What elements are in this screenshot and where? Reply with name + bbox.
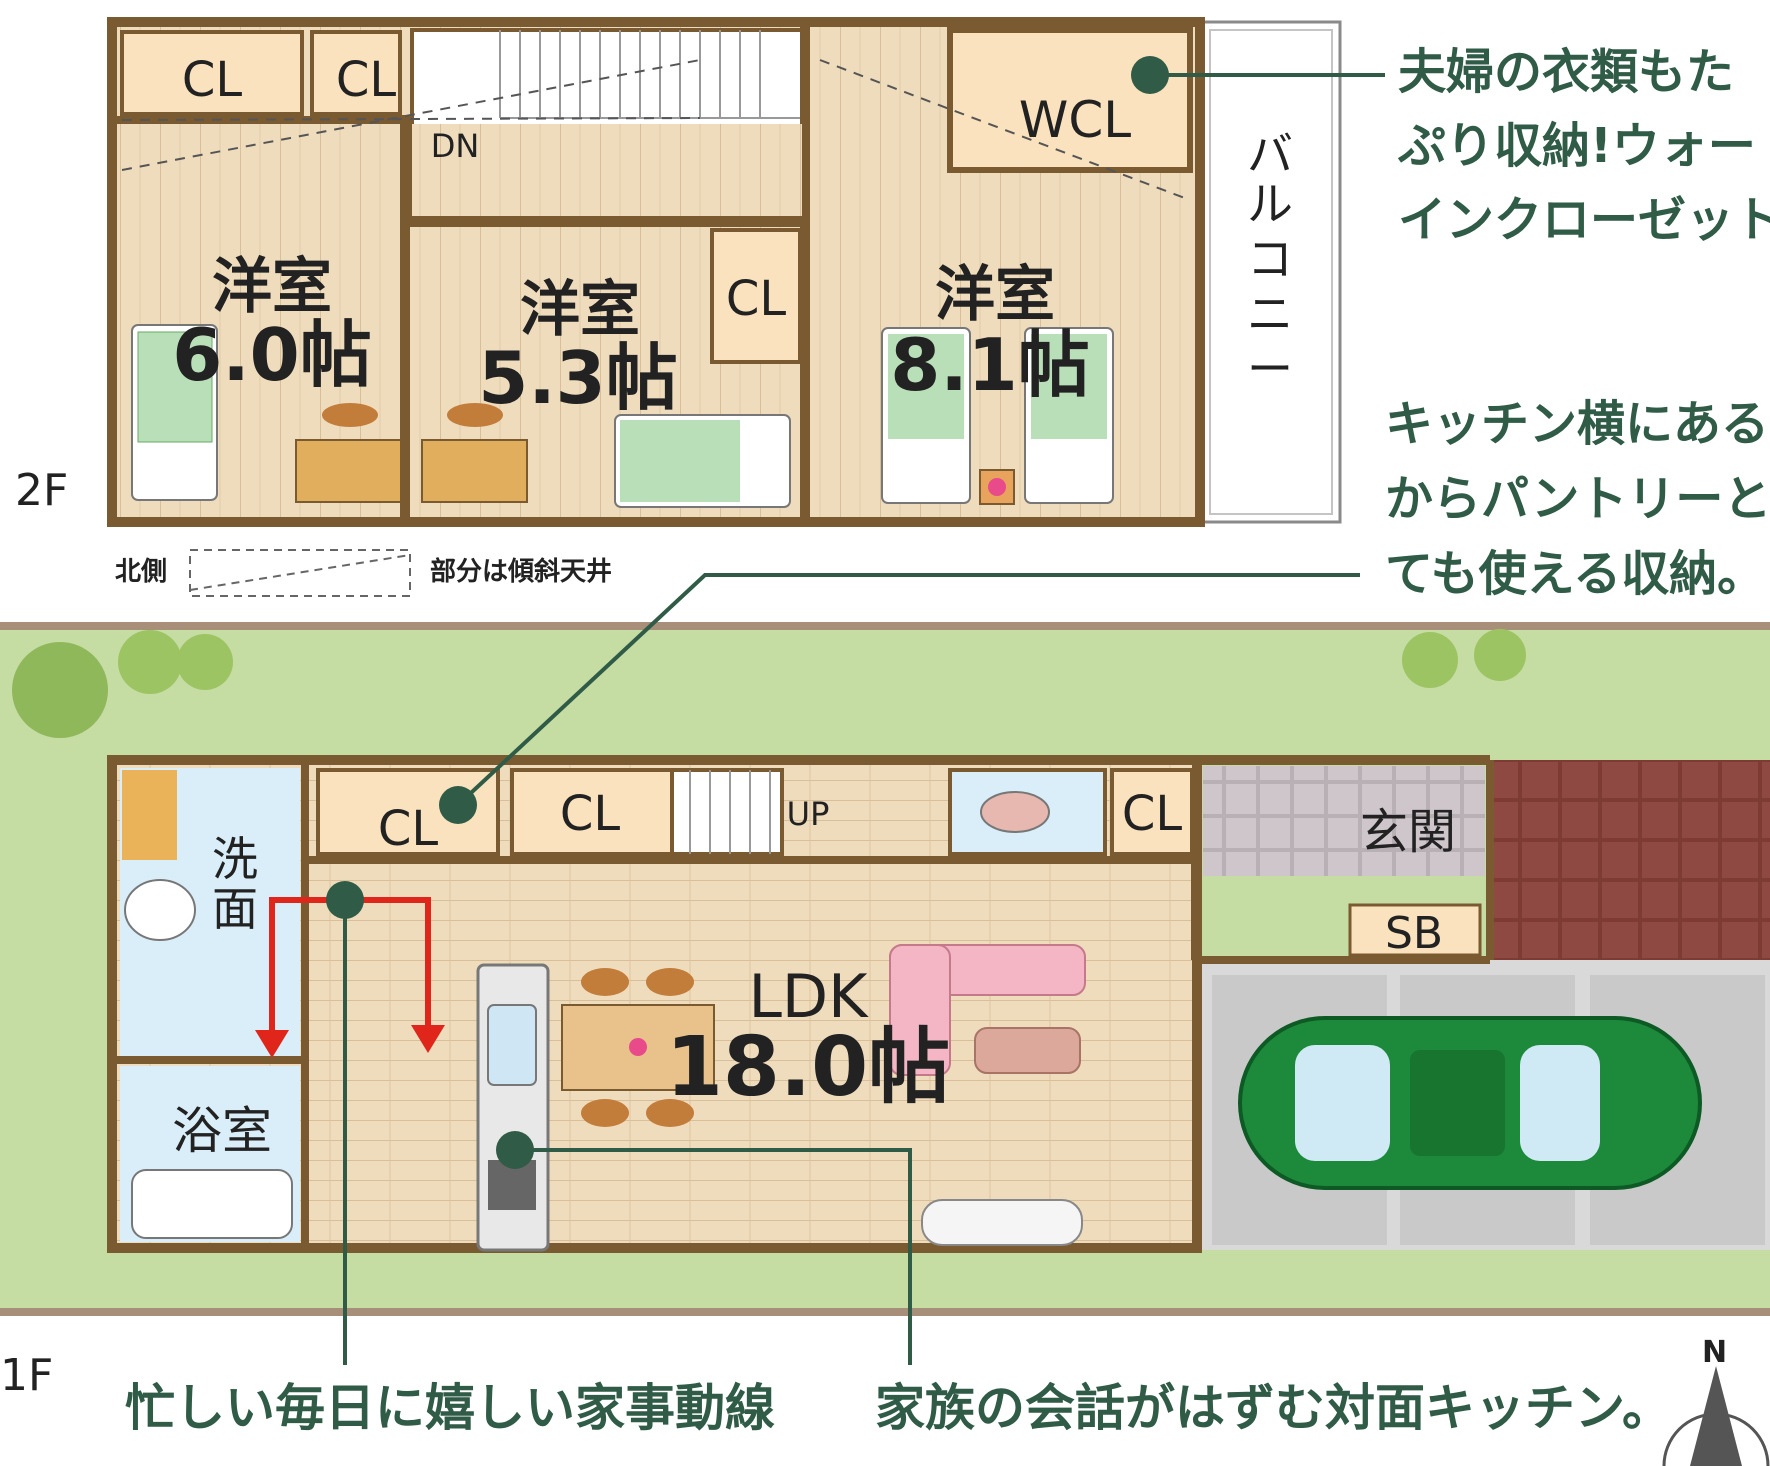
room-c-size: 8.1帖 bbox=[890, 323, 1090, 407]
first-floor-plan: CL CL CL UP 洗 面 浴室 玄関 SB LDK 18.0帖 bbox=[0, 622, 1770, 1316]
walk-in-closet-note: 夫婦の衣類もた ぷり収納!ウォー インクローゼット。 bbox=[1397, 44, 1770, 248]
callout-dots bbox=[326, 56, 1169, 1169]
svg-text:インクローゼット。: インクローゼット。 bbox=[1398, 192, 1770, 248]
walk-in-closet-label: WCL bbox=[1019, 91, 1131, 149]
washroom-label-2: 面 bbox=[212, 882, 258, 936]
callout-lines bbox=[343, 73, 1385, 1365]
room-a-size: 6.0帖 bbox=[172, 313, 372, 397]
room-c-name: 洋室 bbox=[935, 260, 1055, 330]
housework-flow-note: 忙しい毎日に嬉しい家事動線 bbox=[125, 1379, 775, 1437]
arrow-head-right bbox=[411, 1025, 445, 1053]
room-b-size: 5.3帖 bbox=[478, 336, 678, 420]
arrow-head-left bbox=[255, 1030, 289, 1058]
svg-text:からパントリーとし: からパントリーとし bbox=[1385, 471, 1770, 527]
shoebox-label: SB bbox=[1385, 908, 1443, 959]
second-floor-plan: CL CL CL DN WCL 洋室 6.0帖 洋室 5.3帖 洋室 8.1帖 … bbox=[107, 17, 1342, 527]
closet-label-2f-c: CL bbox=[726, 271, 787, 327]
car-icon bbox=[1238, 1016, 1702, 1190]
stair-up-label: UP bbox=[787, 795, 830, 833]
svg-text:ー: ー bbox=[1247, 342, 1293, 396]
svg-text:ぷり収納!ウォー: ぷり収納!ウォー bbox=[1397, 118, 1756, 174]
floor-label-2f: 2F bbox=[15, 465, 68, 516]
svg-text:バ: バ bbox=[1247, 127, 1293, 181]
legend-sloped-ceiling: 部分は傾斜天井 bbox=[430, 557, 612, 587]
compass-north-label: N bbox=[1702, 1335, 1727, 1370]
balcony-label: バ ル コ ニ ー bbox=[1247, 127, 1293, 396]
ldk-size: 18.0帖 bbox=[666, 1020, 950, 1115]
kitchen-note: 家族の会話がはずむ対面キッチン。 bbox=[875, 1379, 1672, 1437]
svg-text:コ: コ bbox=[1247, 232, 1293, 286]
pantry-note: キッチン横にある からパントリーとし ても使える収納。 bbox=[1385, 396, 1770, 602]
svg-text:キッチン横にある: キッチン横にある bbox=[1385, 396, 1769, 452]
closet-label-2f-a: CL bbox=[182, 52, 243, 108]
sloped-ceiling-legend: 北側 部分は傾斜天井 bbox=[115, 549, 612, 597]
closet-label-1f-stair: CL bbox=[560, 786, 621, 842]
svg-text:ても使える収納。: ても使える収納。 bbox=[1385, 546, 1765, 602]
svg-text:夫婦の衣類もた: 夫婦の衣類もた bbox=[1398, 44, 1734, 100]
washroom-label-1: 洗 bbox=[212, 832, 258, 886]
closet-label-1f-toilet: CL bbox=[1122, 786, 1183, 842]
closet-label-2f-b: CL bbox=[336, 52, 397, 108]
room-a-name: 洋室 bbox=[212, 252, 332, 322]
closet-label-1f-hall: CL bbox=[378, 801, 439, 857]
room-b-name: 洋室 bbox=[520, 275, 640, 345]
stair-down-label: DN bbox=[431, 127, 480, 165]
svg-text:ル: ル bbox=[1247, 177, 1293, 231]
entrance-label: 玄関 bbox=[1360, 804, 1456, 860]
ldk-name: LDK bbox=[749, 962, 870, 1032]
legend-north-side: 北側 bbox=[115, 557, 167, 587]
compass-icon: N bbox=[1662, 1335, 1770, 1466]
floor-label-1f: 1F bbox=[0, 1350, 53, 1401]
bathroom-label: 浴室 bbox=[172, 1102, 272, 1160]
svg-text:ニ: ニ bbox=[1247, 287, 1293, 341]
